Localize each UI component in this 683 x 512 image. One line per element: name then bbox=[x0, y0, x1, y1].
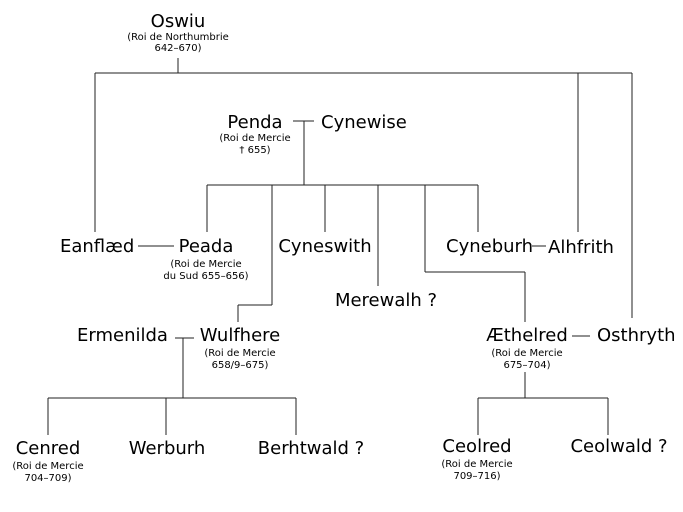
cenred-title: (Roi de Mercie bbox=[12, 461, 84, 472]
alhfrith-name: Alhfrith bbox=[548, 237, 614, 258]
aethelred-years: 675–704) bbox=[503, 360, 551, 371]
cenred-name: Cenred bbox=[15, 438, 81, 459]
peada-years: du Sud 655–656) bbox=[163, 271, 249, 282]
eanflaed-name: Eanflæd bbox=[60, 236, 135, 257]
penda-title: (Roi de Mercie bbox=[219, 133, 291, 144]
werburh-name: Werburh bbox=[128, 438, 206, 459]
cenred-years: 704–709) bbox=[24, 473, 72, 484]
aethelred-title: (Roi de Mercie bbox=[491, 348, 563, 359]
penda-name: Penda bbox=[227, 112, 283, 133]
ceolwald-name: Ceolwald ? bbox=[570, 436, 668, 457]
ceolred-years: 709–716) bbox=[453, 471, 501, 482]
ceolred-title: (Roi de Mercie bbox=[441, 459, 513, 470]
berhtwald-name: Berhtwald ? bbox=[257, 438, 365, 459]
peada-title: (Roi de Mercie bbox=[170, 259, 242, 270]
ermenilda-name: Ermenilda bbox=[77, 325, 168, 346]
oswiu-title: (Roi de Northumbrie bbox=[127, 32, 229, 43]
cyneburh-name: Cyneburh bbox=[446, 236, 534, 257]
aethelred-name: Æthelred bbox=[486, 325, 568, 346]
cynewise-name: Cynewise bbox=[321, 112, 407, 133]
penda-years: † 655) bbox=[239, 145, 271, 156]
wulfhere-name: Wulfhere bbox=[199, 325, 281, 346]
cyneswith-name: Cyneswith bbox=[278, 236, 372, 257]
peada-name: Peada bbox=[178, 236, 234, 257]
oswiu-years: 642–670) bbox=[154, 43, 202, 54]
merewalh-name: Merewalh ? bbox=[334, 290, 438, 311]
wulfhere-title: (Roi de Mercie bbox=[204, 348, 276, 359]
ceolred-name: Ceolred bbox=[442, 436, 512, 457]
wulfhere-years: 658/9–675) bbox=[211, 360, 269, 371]
osthryth-name: Osthryth bbox=[597, 325, 676, 346]
oswiu-name: Oswiu bbox=[150, 11, 206, 32]
